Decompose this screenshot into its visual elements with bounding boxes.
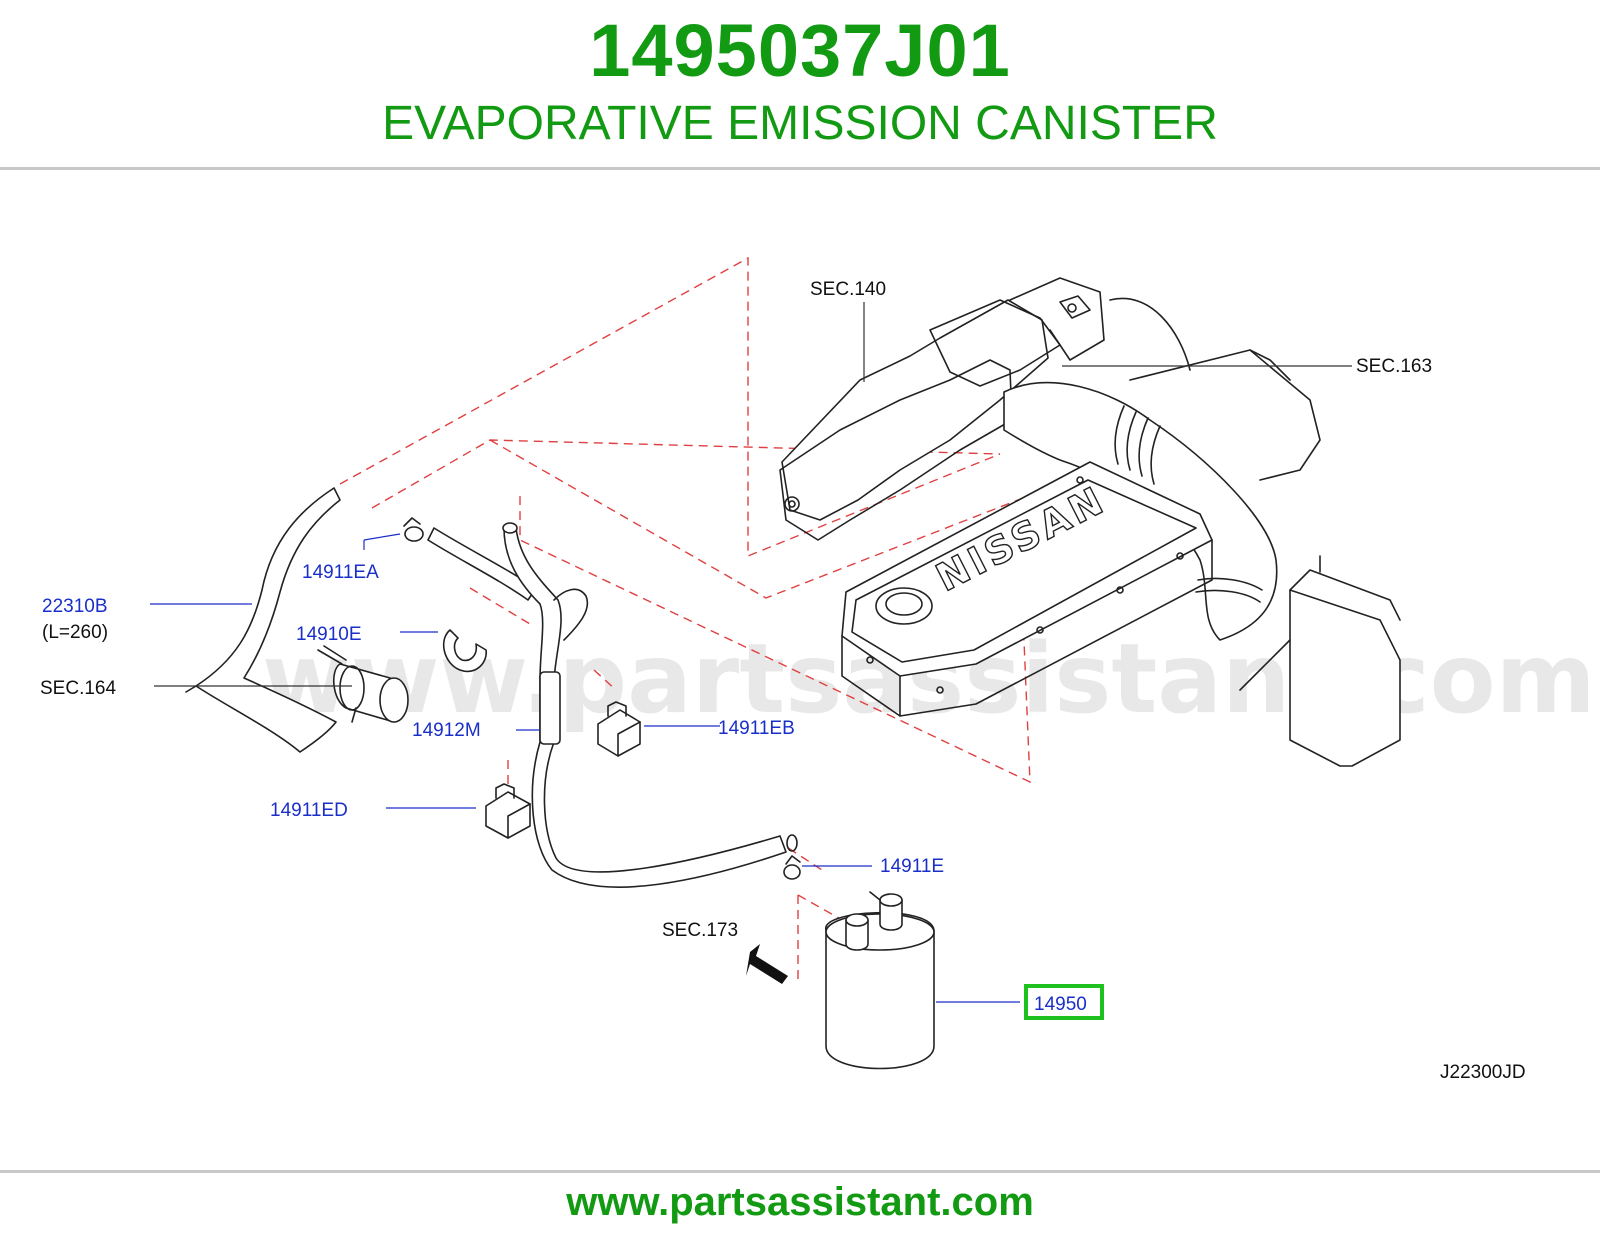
parts-diagram: www.partsassistant.com <box>40 256 1596 1083</box>
clamp-14911ed <box>485 783 531 839</box>
label-sec164: SEC.164 <box>40 678 116 699</box>
hose-14912m <box>502 522 798 888</box>
label-14950: 14950 <box>1034 994 1087 1015</box>
label-14911eb: 14911EB <box>718 718 795 739</box>
canister-14950 <box>825 891 935 1070</box>
footer-url[interactable]: www.partsassistant.com <box>566 1180 1034 1224</box>
bottom-divider <box>0 1170 1600 1173</box>
engine-assembly: NISSAN <box>779 277 1401 767</box>
label-14911ea: 14911EA <box>302 562 379 583</box>
label-sec173: SEC.173 <box>662 920 738 941</box>
label-22310b: 22310B <box>42 596 108 617</box>
clamp-14911e <box>783 855 801 880</box>
label-sec140: SEC.140 <box>810 279 886 300</box>
clamp-14911eb <box>597 701 641 757</box>
clamp-14911ea <box>403 517 424 542</box>
clip-14910e <box>442 629 487 673</box>
label-14911ed: 14911ED <box>270 800 348 821</box>
vacuum-valve-14910e <box>317 645 409 723</box>
label-length: (L=260) <box>42 622 108 643</box>
label-14910e: 14910E <box>296 624 362 645</box>
diagram-code: J22300JD <box>1440 1062 1526 1083</box>
direction-arrow <box>746 944 788 984</box>
part-number: 1495037J01 <box>589 9 1011 92</box>
part-title: EVAPORATIVE EMISSION CANISTER <box>382 97 1218 150</box>
leader-lines <box>150 302 1352 1003</box>
label-14912m: 14912M <box>412 720 481 741</box>
label-sec163: SEC.163 <box>1356 356 1432 377</box>
label-14911e: 14911E <box>880 856 944 877</box>
header: 1495037J01 EVAPORATIVE EMISSION CANISTER <box>0 0 1600 168</box>
highlight-box <box>1024 984 1104 1020</box>
top-divider <box>0 167 1600 170</box>
hose-22310b <box>185 487 341 753</box>
